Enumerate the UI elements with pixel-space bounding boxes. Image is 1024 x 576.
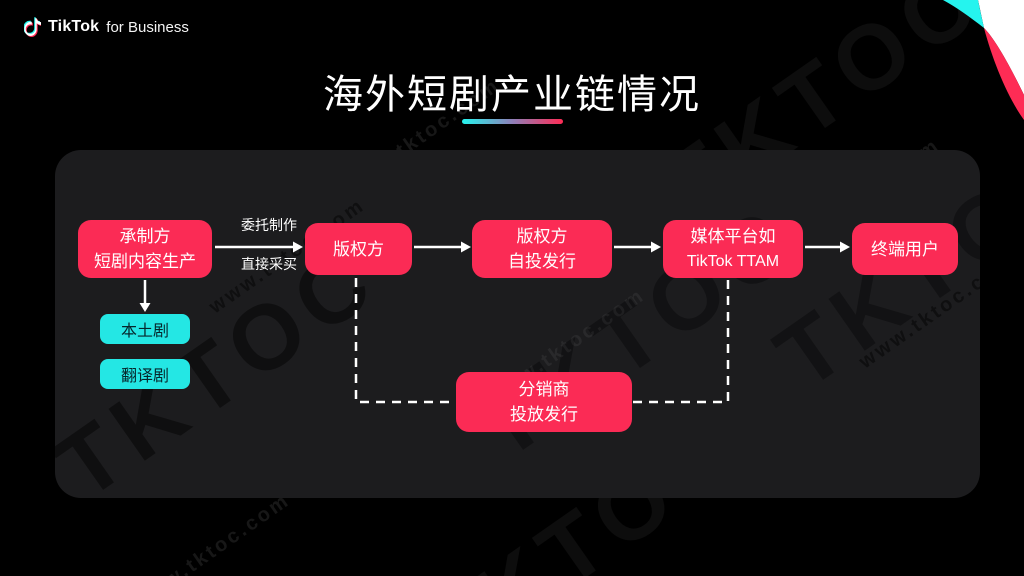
node-line: 版权方 <box>333 239 384 259</box>
node-line: 翻译剧 <box>120 368 169 385</box>
dashed-copyright-distributor <box>354 278 452 404</box>
logo-brand-text: TikTok <box>48 18 100 35</box>
flow-connectors <box>139 241 850 404</box>
arrowhead <box>293 241 303 253</box>
node-line: 版权方 <box>516 227 568 246</box>
corner-decoration <box>943 0 1024 120</box>
logo-suffix-text: for Business <box>106 18 189 36</box>
node-line: 媒体平台如 <box>690 227 776 246</box>
flow-node-producer: 承制方 短剧内容生产 <box>78 220 212 278</box>
flow-node-distributor: 分销商 投放发行 <box>456 372 632 432</box>
arrowhead <box>840 241 850 253</box>
arrowhead <box>139 303 151 312</box>
node-line: 承制方 <box>119 227 171 246</box>
arrowhead <box>651 241 661 253</box>
flow-node-translated-drama: 翻译剧 <box>100 359 190 389</box>
corner-red-shape <box>984 28 1024 120</box>
tiktok-note-icon <box>23 17 42 37</box>
flow-node-local-drama: 本土剧 <box>100 314 190 344</box>
dashed-distributor-media <box>633 279 730 404</box>
node-line: 投放发行 <box>510 405 578 424</box>
node-line: TikTok TTAM <box>686 253 780 270</box>
flowchart-panel: TKTOC www.tktoc.com TKTOC www.tktoc.com … <box>55 150 980 498</box>
title-underline <box>462 119 563 124</box>
corner-white-shape <box>978 0 1024 95</box>
arrowhead <box>461 241 471 253</box>
node-line: 短剧内容生产 <box>94 252 196 271</box>
node-line: 本土剧 <box>120 323 169 340</box>
flow-node-end-user: 终端用户 <box>852 223 958 275</box>
node-line: 自投发行 <box>508 252 576 271</box>
edge-label-direct-purchase: 直接采买 <box>241 256 297 272</box>
flow-node-media-platform: 媒体平台如 TikTok TTAM <box>663 220 803 278</box>
node-line: 分销商 <box>518 380 570 399</box>
watermark-url: www.tktoc.com <box>130 489 295 576</box>
edge-label-commission: 委托制作 <box>241 217 297 233</box>
flow-node-copyright: 版权方 <box>305 223 412 275</box>
node-line: 终端用户 <box>871 239 939 259</box>
page-title: 海外短剧产业链情况 <box>323 73 701 117</box>
corner-cyan-shape <box>943 0 984 28</box>
tiktok-for-business-logo: TikTok for Business <box>23 17 189 37</box>
flow-node-self-publish: 版权方 自投发行 <box>472 220 612 278</box>
